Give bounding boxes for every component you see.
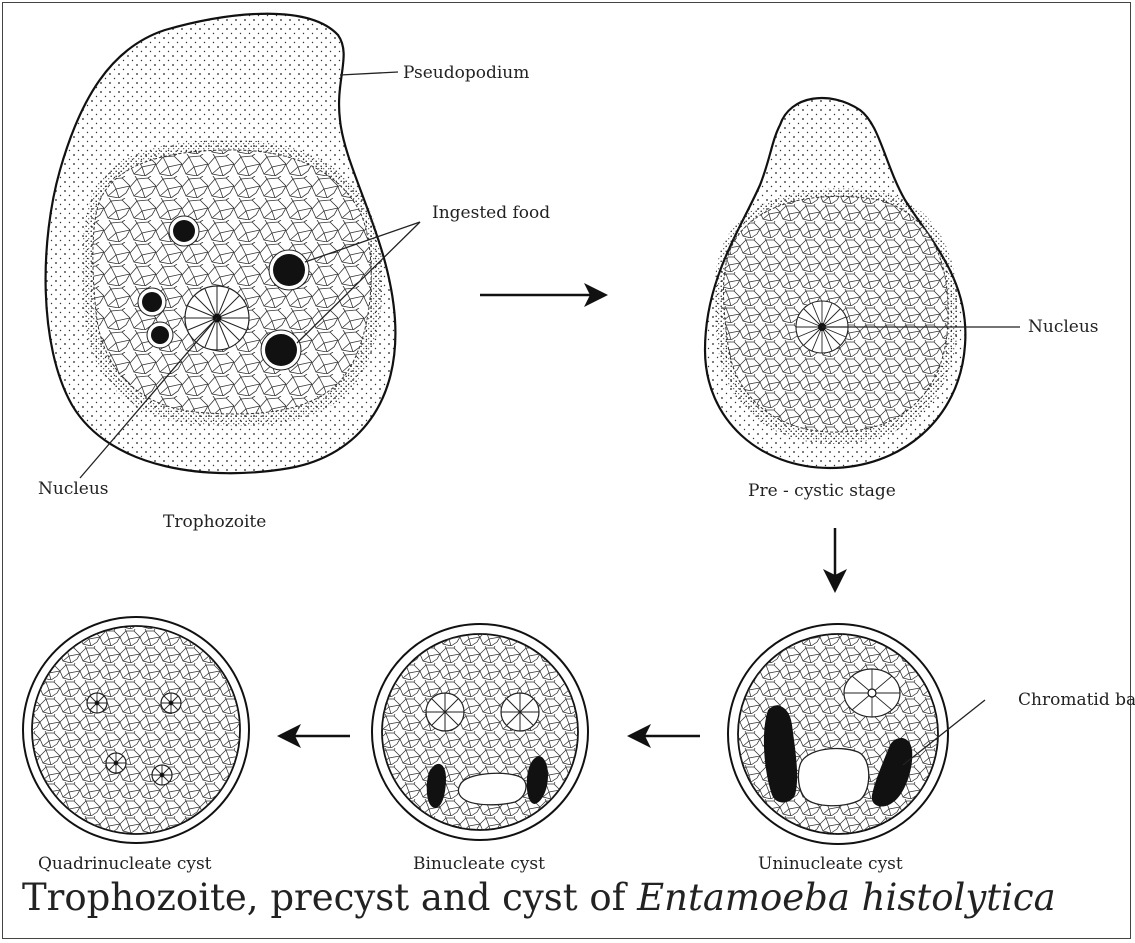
label-pseudopodium: Pseudopodium [403,63,529,83]
caption-plain: Trophozoite, precyst and cyst of [22,876,637,919]
trophozoite-cell [46,14,420,478]
label-chromatid-bar: Chromatid bar [1018,690,1135,710]
caption-italic: Entamoeba histolytica [637,876,1056,919]
arrow-to-uninucleate [823,528,847,593]
binucleate-nucleus-right [501,693,539,731]
binucleate-nucleus-left [426,693,464,731]
uninucleate-cyst [728,624,985,844]
label-precystic: Pre - cystic stage [748,481,896,501]
glycogen-vacuole [798,748,868,805]
precyst-cell [705,98,1020,468]
label-trophozoite: Trophozoite [163,512,266,532]
figure-caption: Trophozoite, precyst and cyst of Entamoe… [22,876,1056,919]
label-quadrinucleate: Quadrinucleate cyst [38,854,212,874]
arrow-to-binucleate [627,724,700,748]
label-nucleus-left: Nucleus [38,479,109,499]
label-nucleus-right: Nucleus [1028,317,1099,337]
arrow-to-quadrinucleate [277,724,350,748]
binucleate-cyst [372,624,588,840]
pseudopodium-leader [340,72,398,75]
quadrinucleate-cyst [23,617,249,843]
label-ingested-food: Ingested food [432,203,550,223]
arrow-to-precyst [480,283,608,307]
label-binucleate: Binucleate cyst [413,854,545,874]
label-uninucleate: Uninucleate cyst [758,854,903,874]
endoplasm-network [90,145,380,420]
uninucleate-nucleus [844,669,900,717]
binucleate-vacuole [458,773,526,805]
